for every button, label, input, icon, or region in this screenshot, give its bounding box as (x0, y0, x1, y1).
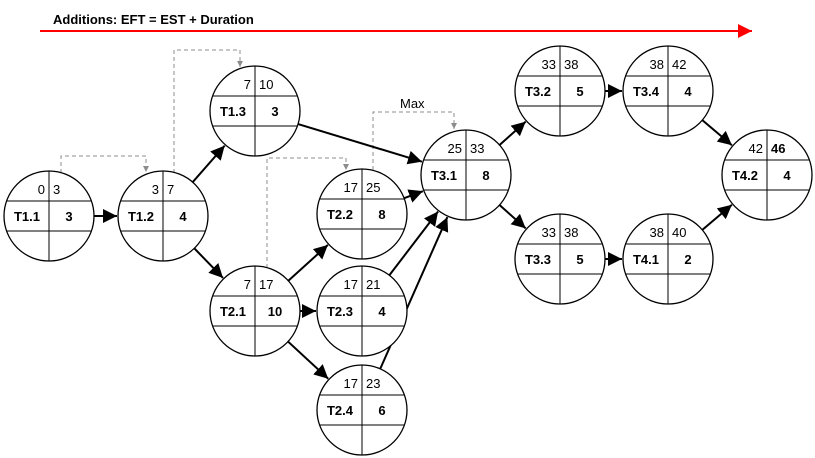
node-eft: 42 (672, 57, 686, 72)
node-est: 33 (542, 57, 556, 72)
node-task-id: T4.2 (732, 168, 758, 183)
node-duration: 10 (268, 304, 282, 319)
node-eft: 33 (470, 141, 484, 156)
node-est: 7 (244, 277, 251, 292)
dependency-arrow-T1.2-T2.1 (193, 247, 224, 279)
node-task-id: T1.3 (220, 104, 246, 119)
node-task-id: T3.4 (633, 84, 660, 99)
node-eft: 40 (672, 225, 686, 240)
max-label: Max (400, 96, 425, 111)
node-est: 0 (38, 182, 45, 197)
node-duration: 4 (684, 84, 692, 99)
node-duration: 2 (684, 252, 691, 267)
node-duration: 4 (179, 209, 187, 224)
dependency-arrow-T2.1-T2.4 (287, 340, 329, 380)
node-task-id: T3.3 (525, 252, 551, 267)
node-duration: 3 (271, 104, 278, 119)
dependency-arrow-T2.2-T3.1 (403, 189, 424, 203)
max-pass-arrow (372, 111, 457, 170)
node-duration: 6 (378, 403, 385, 418)
node-duration: 5 (576, 252, 583, 267)
dashed-pass-arrow (60, 155, 149, 187)
dependency-arrow-T3.1-T3.3 (498, 204, 527, 230)
dependency-arrow-T2.3-T3.1 (388, 210, 439, 276)
node-duration: 4 (378, 304, 386, 319)
node-est: 17 (344, 277, 358, 292)
node-est: 38 (650, 225, 664, 240)
node-est: 17 (344, 180, 358, 195)
node-task-id: T2.2 (327, 207, 353, 222)
node-eft: 7 (167, 182, 174, 197)
node-task-id: T3.2 (525, 84, 551, 99)
dependency-arrow-T1.3-T3.1 (297, 123, 423, 165)
node-est: 33 (542, 225, 556, 240)
node-est: 3 (152, 182, 159, 197)
node-eft: 46 (771, 141, 785, 156)
node-eft: 23 (366, 376, 380, 391)
node-eft: 17 (259, 277, 273, 292)
dependency-arrow-T3.4-T4.2 (701, 119, 733, 147)
dependency-arrow-T4.1-T4.2 (701, 203, 733, 231)
node-task-id: T2.3 (327, 304, 353, 319)
node-task-id: T2.1 (220, 304, 246, 319)
node-task-id: T3.1 (431, 168, 457, 183)
dashed-pass-arrow (173, 49, 243, 187)
node-est: 38 (650, 57, 664, 72)
node-eft: 10 (259, 77, 273, 92)
node-task-id: T4.1 (633, 252, 659, 267)
node-est: 42 (749, 141, 763, 156)
dependency-arrow-T2.1-T2.2 (287, 244, 329, 282)
node-est: 25 (448, 141, 462, 156)
node-eft: 21 (366, 277, 380, 292)
node-task-id: T1.1 (14, 209, 40, 224)
node-task-id: T1.2 (128, 209, 154, 224)
node-eft: 3 (53, 182, 60, 197)
node-est: 17 (344, 376, 358, 391)
node-est: 7 (244, 77, 251, 92)
formula-title: Additions: EFT = EST + Duration (53, 12, 254, 27)
node-duration: 5 (576, 84, 583, 99)
node-duration: 4 (783, 168, 791, 183)
dependency-arrow-T1.2-T1.3 (191, 144, 226, 183)
node-eft: 38 (564, 225, 578, 240)
dependency-arrow-T3.1-T3.2 (498, 120, 527, 146)
node-eft: 38 (564, 57, 578, 72)
node-task-id: T2.4 (327, 403, 354, 418)
node-eft: 25 (366, 180, 380, 195)
node-duration: 8 (482, 168, 489, 183)
dashed-pass-arrow (266, 157, 349, 268)
node-duration: 3 (65, 209, 72, 224)
node-duration: 8 (378, 207, 385, 222)
